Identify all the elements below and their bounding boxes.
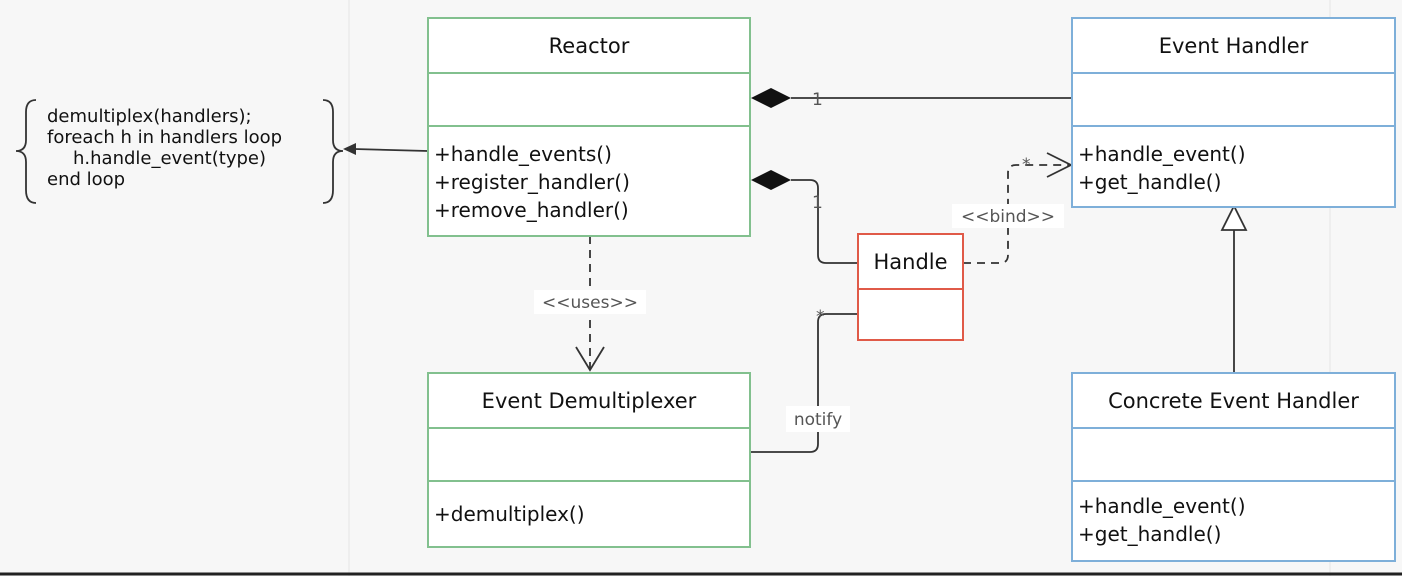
class-title: Reactor — [429, 19, 749, 74]
operation: +handle_event() — [1078, 142, 1246, 166]
operation: +get_handle() — [1078, 522, 1222, 546]
class-attributes — [859, 290, 962, 339]
operation: +get_handle() — [1078, 170, 1222, 194]
notify-label: notify — [794, 410, 842, 430]
multiplicity-reactor-eventhandler: 1 — [812, 90, 823, 110]
operation: +register_handler() — [434, 170, 630, 194]
operation: +remove_handler() — [434, 198, 629, 222]
class-handle[interactable]: Handle — [857, 233, 964, 341]
multiplicity-notify: * — [816, 307, 825, 327]
class-attributes — [429, 74, 749, 127]
note-line: end loop — [47, 169, 126, 190]
multiplicity-bind: * — [1022, 155, 1031, 175]
class-title: Concrete Event Handler — [1073, 374, 1394, 429]
class-title: Event Handler — [1073, 19, 1394, 74]
note-left-brace — [15, 99, 37, 204]
note-line: demultiplex(handlers); — [47, 106, 252, 127]
note-arrowhead — [343, 143, 356, 155]
note-line: foreach h in handlers loop — [47, 127, 283, 148]
uses-label: <<uses>> — [542, 293, 638, 313]
composition-diamond-bottom — [751, 170, 791, 190]
class-operations: +handle_event() +get_handle() — [1073, 127, 1394, 196]
class-reactor[interactable]: Reactor +handle_events() +register_handl… — [427, 17, 751, 237]
class-attributes — [429, 429, 749, 482]
composition-diamond-top — [751, 88, 791, 108]
pseudocode-note: demultiplex(handlers); foreach h in hand… — [47, 106, 282, 190]
bind-label: <<bind>> — [961, 207, 1055, 227]
note-line: h.handle_event(type) — [73, 148, 266, 169]
operation: +handle_events() — [434, 142, 612, 166]
generalization-triangle — [1220, 203, 1248, 231]
note-right-brace — [322, 99, 344, 204]
operation: +handle_event() — [1078, 494, 1246, 518]
class-operations: +handle_event() +get_handle() — [1073, 482, 1394, 548]
operation: +demultiplex() — [434, 502, 585, 526]
reactor-handle-composition — [791, 179, 858, 264]
uses-arrowhead — [575, 346, 605, 372]
class-title: Handle — [859, 235, 962, 290]
class-concrete-event-handler[interactable]: Concrete Event Handler +handle_event() +… — [1071, 372, 1396, 562]
class-title: Event Demultiplexer — [429, 374, 749, 429]
reactor-note-connector — [353, 148, 429, 152]
multiplicity-reactor-handle: 1 — [812, 193, 823, 213]
class-attributes — [1073, 74, 1394, 127]
class-attributes — [1073, 429, 1394, 482]
class-operations: +handle_events() +register_handler() +re… — [429, 127, 749, 224]
notify-association-line — [751, 313, 858, 453]
class-event-demultiplexer[interactable]: Event Demultiplexer +demultiplex() — [427, 372, 751, 548]
class-operations: +demultiplex() — [429, 482, 749, 528]
class-event-handler[interactable]: Event Handler +handle_event() +get_handl… — [1071, 17, 1396, 208]
